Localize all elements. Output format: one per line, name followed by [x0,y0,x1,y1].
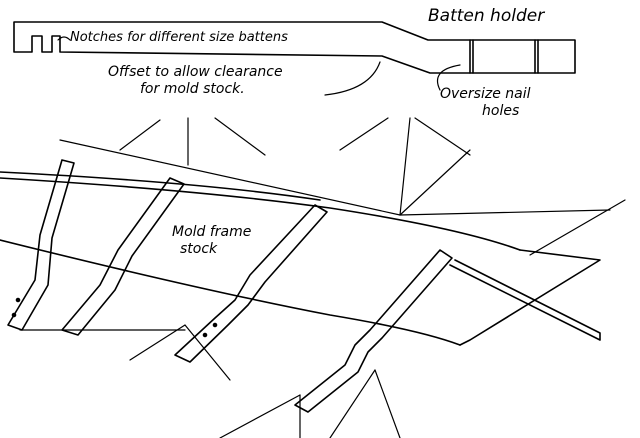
mold-frame-stock [7,159,453,413]
nail-holes-label-line1: Oversize nail [440,86,531,102]
offset-label-line2: for mold stock. [140,81,245,97]
mold-frame-label-line2: stock [180,241,218,257]
batten-holder-outline [13,21,576,74]
leader-lines [19,36,626,438]
offset-label-line1: Offset to allow clearance [108,64,283,80]
batten-holder-label: Batten holder [428,6,545,26]
nail-holes-label-line2: holes [482,103,520,119]
mold-frame-label-line1: Mold frame [172,224,252,240]
notches-label: Notches for different size battens [70,30,288,45]
battens [0,171,601,341]
